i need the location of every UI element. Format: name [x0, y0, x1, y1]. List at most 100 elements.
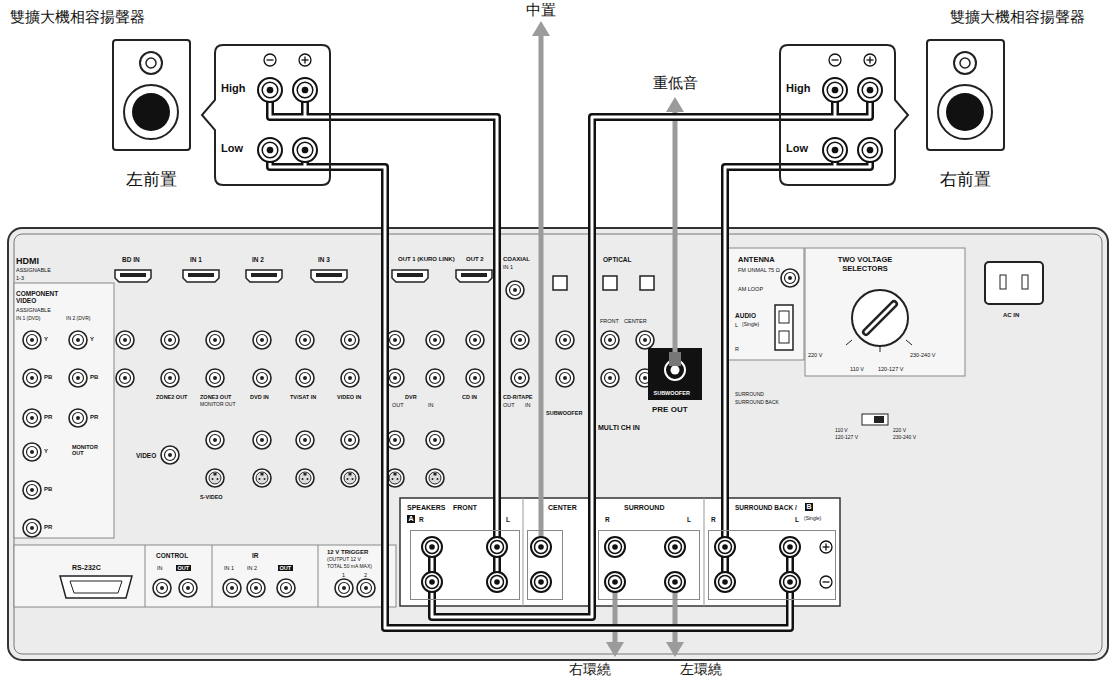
polarity-symbol	[820, 576, 832, 588]
screw-terminal	[862, 82, 878, 98]
antenna-terminal	[779, 331, 789, 343]
panel-label: ZONE2 OUT	[156, 394, 187, 400]
rca-jack	[466, 369, 484, 387]
speaker-icon	[960, 58, 970, 68]
screw-terminal	[531, 537, 551, 557]
polarity-symbol	[264, 54, 276, 66]
rca-jack	[426, 369, 444, 387]
speaker-cable	[432, 117, 780, 617]
screw-terminal	[297, 142, 313, 158]
signal-arrow	[539, 34, 544, 547]
panel-label: MONITOR OUT	[200, 402, 235, 408]
speaker-terminal-panel	[704, 498, 705, 606]
signal-arrow	[666, 97, 684, 112]
optical-jack	[553, 276, 654, 290]
speaker-cable	[725, 167, 780, 530]
node-shape	[410, 530, 520, 600]
s-video-jack	[206, 469, 224, 487]
panel-label: IN	[525, 402, 531, 408]
polarity-symbol	[869, 57, 870, 64]
speaker-icon	[132, 93, 170, 131]
panel-label: 2	[364, 572, 367, 578]
rca-jack	[69, 369, 87, 387]
rca-jack	[161, 369, 179, 387]
panel-label: TV/SAT IN	[290, 394, 316, 400]
subwoofer-pre-out	[671, 366, 680, 375]
speaker-output-group: SURROUND BACK /BRL(Single)	[708, 530, 836, 600]
screw-terminal	[787, 544, 793, 550]
rs232c-port	[70, 581, 122, 593]
panel-label: 230-240 V	[893, 435, 916, 441]
rca-jack	[341, 431, 359, 449]
hdmi-port	[246, 270, 282, 282]
panel-label: OUT	[176, 565, 191, 571]
hdmi-port	[392, 270, 428, 282]
screw-terminal	[258, 78, 282, 102]
screw-terminal	[262, 82, 278, 98]
callout-label: 右前置	[940, 170, 991, 190]
screw-terminal	[722, 544, 728, 550]
panel-label: AM LOOP	[738, 286, 763, 292]
screw-terminal	[267, 87, 274, 94]
rca-jack	[277, 579, 295, 597]
panel-label: IN 1 (DVD)	[16, 316, 40, 322]
optical-jack	[553, 276, 567, 290]
node-text: High	[221, 82, 245, 95]
subwoofer-pre-out	[648, 348, 702, 400]
hdmi-port	[115, 270, 151, 282]
panel-label: PR	[44, 414, 52, 421]
panel-label: 120-127 V	[878, 366, 903, 372]
rca-jack	[357, 579, 375, 597]
voltage-selector	[866, 304, 894, 332]
panel-label: PB	[44, 374, 52, 381]
ac-inlet	[985, 262, 1043, 304]
node-text: CENTER	[548, 504, 577, 512]
signal-arrow	[606, 642, 624, 657]
polarity-symbol	[820, 541, 832, 553]
callout-label: 重低音	[653, 74, 698, 91]
screw-terminal	[827, 82, 843, 98]
rca-jack	[69, 331, 87, 349]
receiver-panel	[145, 545, 146, 607]
rca-jack	[179, 579, 197, 597]
panel-label: MONITOR OUT	[72, 444, 106, 457]
node-outline	[780, 45, 908, 185]
screw-terminal	[487, 572, 507, 592]
node-text: A	[407, 515, 415, 523]
polarity-symbol	[304, 57, 305, 64]
panel-label: VIDEO IN	[337, 394, 361, 400]
node-text: L	[795, 516, 799, 523]
screw-terminal	[784, 541, 797, 554]
receiver-panel	[14, 283, 114, 538]
hdmi-port	[183, 270, 219, 282]
node-text: Low	[786, 142, 808, 155]
node-text: High	[786, 82, 810, 95]
screw-terminal	[531, 572, 551, 592]
screw-terminal	[267, 147, 274, 154]
panel-label: IN 1	[190, 256, 202, 263]
node-text: SPEAKERS	[407, 504, 446, 512]
rca-jack	[511, 331, 529, 349]
speaker-icon	[140, 52, 162, 74]
screw-terminal	[293, 78, 317, 102]
screw-terminal	[429, 579, 435, 585]
screw-terminal	[609, 541, 622, 554]
panel-label: Y	[44, 448, 48, 455]
rca-jack	[23, 409, 41, 427]
panel-label: IN 2	[252, 256, 264, 263]
node-text: R	[711, 516, 716, 523]
panel-label: DVD IN	[250, 394, 269, 400]
rca-jack	[23, 519, 41, 537]
screw-terminal	[823, 138, 847, 162]
polarity-symbol	[825, 544, 826, 551]
screw-terminal	[858, 78, 882, 102]
speaker-cable	[725, 167, 780, 530]
screw-terminal	[422, 537, 442, 557]
speaker-cable	[330, 117, 497, 530]
callout-label: 右環繞	[569, 661, 611, 677]
optical-jack	[603, 276, 617, 290]
signal-arrow	[673, 110, 678, 360]
screw-terminal	[605, 537, 625, 557]
panel-label: AC IN	[1003, 312, 1019, 319]
screw-terminal	[605, 572, 625, 592]
